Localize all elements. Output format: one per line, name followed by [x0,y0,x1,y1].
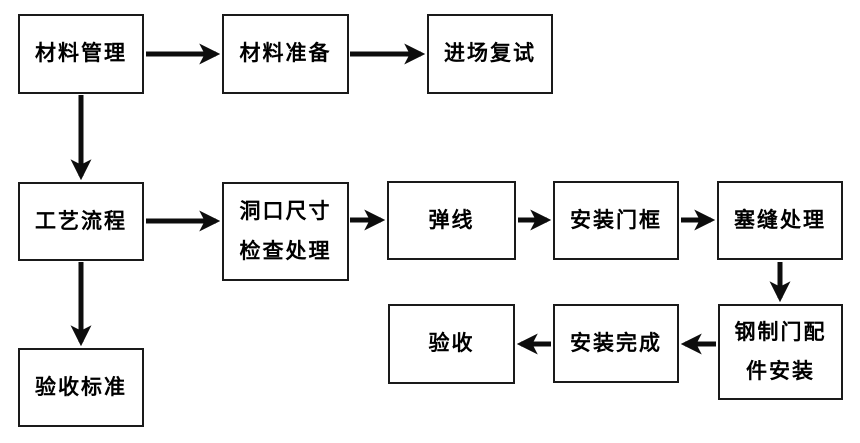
node-label: 安装完成 [570,331,662,355]
flow-node-acceptance: 验收 [388,304,515,384]
flow-node-snap-lines: 弹线 [387,181,516,260]
node-label: 工艺流程 [35,209,127,233]
flow-node-steel-door-fittings: 钢制门配 件安装 [718,304,843,400]
node-label: 弹线 [428,208,475,232]
flow-node-installation-complete: 安装完成 [553,304,679,383]
node-label: 检查处理 [239,239,332,263]
node-label: 材料管理 [35,42,127,66]
node-label: 钢制门配 [734,321,827,345]
flow-node-gap-sealing: 塞缝处理 [717,181,843,260]
flow-node-install-door-frame: 安装门框 [553,181,679,260]
node-label: 验收 [428,332,475,356]
flow-node-opening-size-check: 洞口尺寸 检查处理 [222,182,349,281]
flow-node-site-entry-retest: 进场复试 [427,14,553,94]
flow-node-material-preparation: 材料准备 [222,14,349,94]
flow-node-material-management: 材料管理 [18,14,144,94]
node-label: 验收标准 [35,375,127,399]
flow-node-acceptance-criteria: 验收标准 [18,348,144,427]
node-label: 洞口尺寸 [239,200,332,224]
node-label: 塞缝处理 [734,208,826,232]
flow-node-process-flow: 工艺流程 [18,182,144,261]
node-label: 安装门框 [570,208,662,232]
node-label: 件安装 [746,359,815,383]
node-label: 材料准备 [239,42,332,66]
node-label: 进场复试 [444,42,536,66]
